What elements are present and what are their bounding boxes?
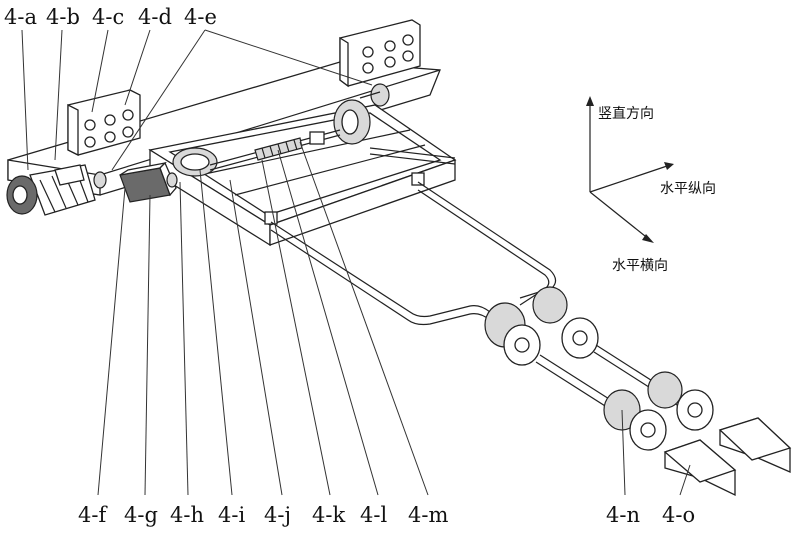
- frame-block-right: [411, 172, 425, 186]
- right-bolt-plate: [339, 19, 421, 88]
- bolt-group-right: [362, 34, 414, 74]
- support-blocks: [663, 417, 792, 497]
- axis-transverse-line: [589, 191, 651, 241]
- axis-indicator: 竖直方向 水平纵向 水平横向: [586, 96, 716, 274]
- label-4o: 4-o: [662, 503, 695, 527]
- label-4m: 4-m: [408, 503, 448, 527]
- wheel-4: [647, 371, 714, 431]
- bevel-gear-left: [172, 147, 218, 177]
- axis-vertical-label: 竖直方向: [598, 105, 654, 122]
- label-4k: 4-k: [312, 503, 345, 527]
- axis-longitudinal-label: 水平纵向: [660, 181, 716, 197]
- label-4e: 4-e: [184, 5, 217, 29]
- rod-long-front: [270, 221, 491, 326]
- axis-transverse-label: 水平横向: [612, 258, 668, 274]
- drive-motor: [6, 164, 107, 216]
- label-4g: 4-g: [124, 503, 158, 527]
- axis-transverse-arrow-icon: [642, 234, 654, 243]
- wheel-1: [484, 302, 541, 366]
- leader-lines: [21, 29, 691, 496]
- rod-upper: [369, 147, 456, 165]
- label-4b: 4-b: [46, 5, 80, 29]
- label-4i: 4-i: [218, 503, 245, 527]
- wheel-3: [603, 389, 667, 451]
- label-4h: 4-h: [170, 503, 204, 527]
- label-4n: 4-n: [606, 503, 640, 527]
- rod-long-rear: [417, 181, 557, 306]
- axis-longitudinal-line: [589, 164, 671, 193]
- left-bolt-plate: [67, 89, 141, 157]
- label-4f: 4-f: [78, 503, 108, 527]
- bolt-group-left: [84, 109, 134, 148]
- bevel-gear-right: [333, 99, 371, 145]
- wheel-set: [484, 286, 714, 451]
- beam-end-roller: [359, 83, 390, 107]
- label-4d: 4-d: [138, 5, 172, 29]
- servo-motor: [119, 161, 178, 203]
- axis-vertical-arrow-icon: [586, 96, 594, 106]
- lead-screw: [209, 129, 341, 171]
- label-4j: 4-j: [264, 503, 291, 527]
- frame-box: [148, 104, 457, 247]
- wheel-2: [532, 286, 599, 359]
- axis-longitudinal-arrow-icon: [664, 162, 674, 170]
- label-4l: 4-l: [360, 503, 387, 527]
- label-4a: 4-a: [4, 5, 37, 29]
- label-4c: 4-c: [92, 5, 124, 29]
